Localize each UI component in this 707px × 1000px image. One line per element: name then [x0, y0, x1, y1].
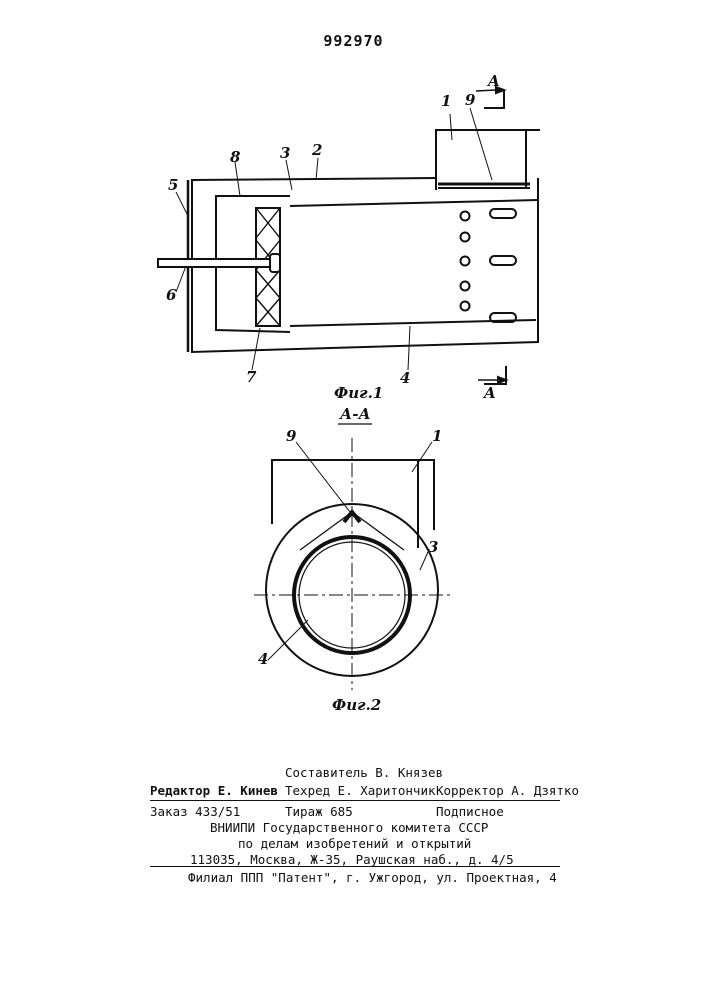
- fig2-label-3: 3: [428, 538, 438, 556]
- fig2-caption: Фиг.2: [332, 696, 381, 714]
- section-mark-top: A: [486, 72, 500, 90]
- compiler-line: Составитель В. Князев: [285, 765, 443, 780]
- label-8: 8: [230, 148, 241, 166]
- section-mark-bottom: A: [482, 384, 496, 402]
- divider-top: [150, 800, 560, 801]
- label-2: 2: [311, 141, 322, 159]
- label-4: 4: [400, 369, 410, 387]
- fig1-caption: Фиг.1: [334, 384, 383, 402]
- figure-1: [158, 87, 540, 384]
- label-5: 5: [168, 176, 178, 194]
- editor-line: Редактор Е. Кинев: [150, 783, 278, 798]
- branch-line: Филиал ППП "Патент", г. Ужгород, ул. Про…: [188, 870, 557, 885]
- techred-line: Техред Е. Харитончик: [285, 783, 436, 798]
- divider-bottom: [150, 866, 560, 867]
- rod: [158, 259, 270, 267]
- org-line-1: ВНИИПИ Государственного комитета СССР: [210, 820, 488, 835]
- org-line-2: по делам изобретений и открытий: [238, 836, 471, 851]
- label-6: 6: [166, 286, 177, 304]
- fig2-label-1: 1: [432, 427, 442, 445]
- section-title: А-А: [339, 405, 371, 423]
- fig2-label-4: 4: [258, 650, 268, 668]
- figure-2-labels: А-А 9 1 3 4 Фиг.2: [258, 405, 442, 714]
- subscription-line: Подписное: [436, 804, 504, 819]
- order-line: Заказ 433/51: [150, 804, 240, 819]
- address-line: 113035, Москва, Ж-35, Раушская наб., д. …: [190, 852, 514, 867]
- label-1: 1: [441, 92, 451, 110]
- label-9: 9: [465, 91, 476, 109]
- corrector-line: Корректор А. Дзятко: [436, 783, 579, 798]
- label-3: 3: [280, 144, 290, 162]
- figure-2: [254, 424, 450, 690]
- circulation-line: Тираж 685: [285, 804, 353, 819]
- fig2-label-9: 9: [286, 427, 297, 445]
- label-7: 7: [246, 368, 257, 386]
